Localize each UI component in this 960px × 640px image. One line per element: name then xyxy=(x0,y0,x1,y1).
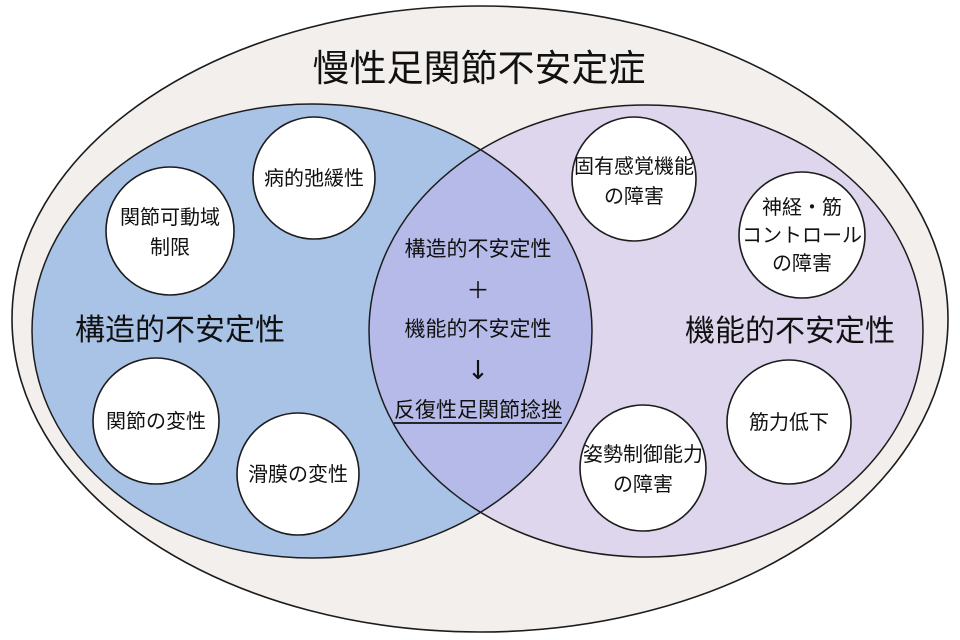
factor-label-line: 姿勢制御能力 xyxy=(583,442,703,466)
factor-circle-shape xyxy=(105,166,235,296)
right-set-outline xyxy=(368,104,924,558)
factor-label-line: の障害 xyxy=(613,472,673,496)
factor-circle-shape xyxy=(571,116,697,242)
factor-circle-muscle-weakness: 筋力低下 xyxy=(726,359,852,485)
factor-label-line: 病的弛緩性 xyxy=(264,166,364,190)
factor-label-line: 滑膜の変性 xyxy=(248,462,348,486)
left-set-label: 構造的不安定性 xyxy=(75,313,285,348)
factor-circle-synovial-degeneration: 滑膜の変性 xyxy=(236,412,360,536)
intersection-text: 構造的不安定性 ＋ 機能的不安定性 ↓ 反復性足関節捻挫 xyxy=(394,237,562,424)
factor-circle-pathological-laxity: 病的弛緩性 xyxy=(252,116,376,240)
factor-circle-shape xyxy=(579,404,707,532)
intersection-region xyxy=(369,105,592,557)
diagram-title: 慢性足関節不安定症 xyxy=(313,47,646,90)
factor-circle-postural-control-impairment: 姿勢制御能力 の障害 xyxy=(579,404,707,532)
down-arrow-icon: ↓ xyxy=(467,356,489,386)
intersection-line2: 機能的不安定性 xyxy=(405,317,552,341)
factor-circle-shape xyxy=(726,359,852,485)
factor-label-line: 制限 xyxy=(150,235,190,259)
factor-circle-joint-degeneration: 関節の変性 xyxy=(92,357,220,485)
factor-label-line: 固有感覚機能 xyxy=(574,154,694,178)
factor-label-line: 関節可動域 xyxy=(120,205,220,229)
factor-circle-shape xyxy=(738,171,866,299)
factor-label-line: の障害 xyxy=(772,251,832,275)
factor-label-line: コントロール xyxy=(742,223,862,247)
right-set-label: 機能的不安定性 xyxy=(685,314,895,349)
factor-circle-shape xyxy=(236,412,360,536)
factor-label-line: 神経・筋 xyxy=(762,195,842,219)
factor-circle-rom-restriction: 関節可動域 制限 xyxy=(105,166,235,296)
factor-circle-shape xyxy=(92,357,220,485)
factor-circle-proprioception-impairment: 固有感覚機能 の障害 xyxy=(571,116,697,242)
factor-label-line: 筋力低下 xyxy=(749,410,829,434)
factor-circle-shape xyxy=(252,116,376,240)
factor-label-line: 関節の変性 xyxy=(106,409,206,433)
factor-label-line: の障害 xyxy=(604,184,664,208)
left-set-outline xyxy=(31,103,593,559)
factor-circle-neuromuscular-control-impairment: 神経・筋 コントロール の障害 xyxy=(738,171,866,299)
intersection-line1: 構造的不安定性 xyxy=(405,237,552,261)
plus-sign: ＋ xyxy=(467,278,490,304)
intersection-result: 反復性足関節捻挫 xyxy=(394,398,562,422)
